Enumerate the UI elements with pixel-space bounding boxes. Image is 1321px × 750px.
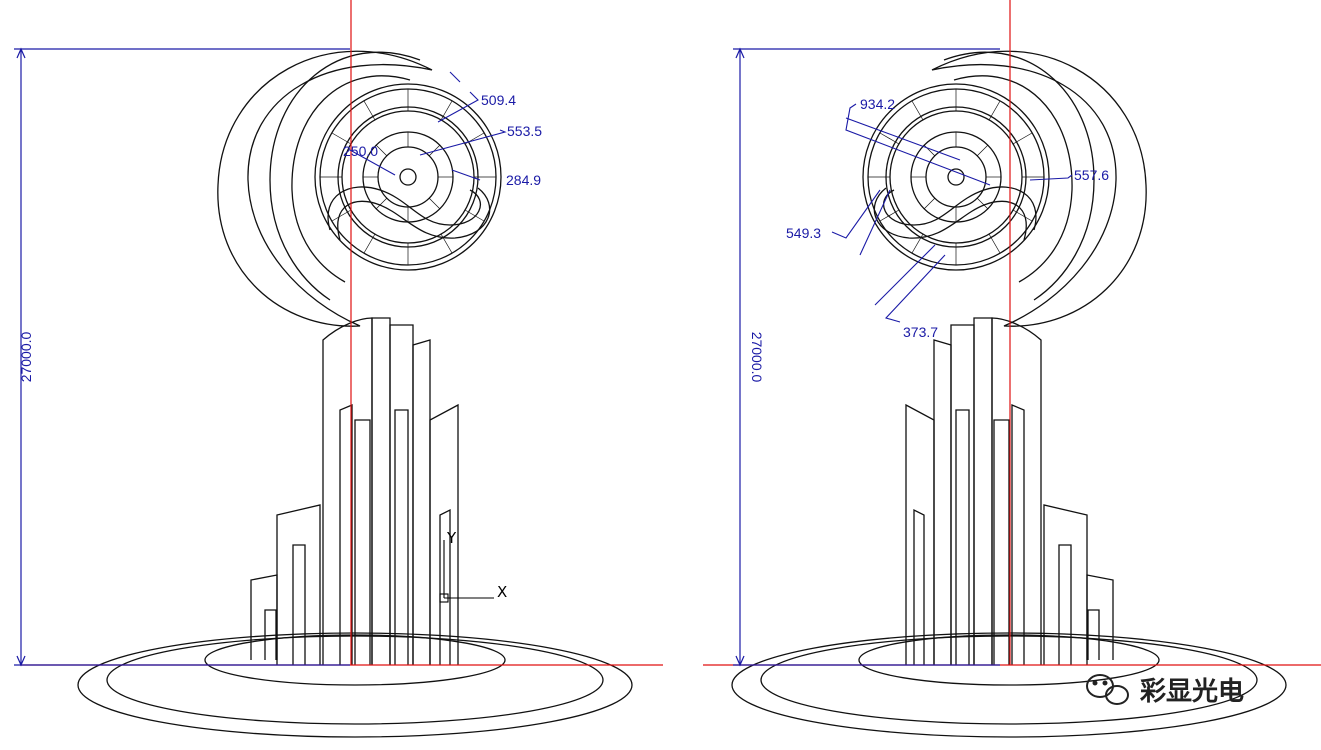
right-height-dimension: [733, 47, 1000, 667]
left-dim-3: 284.9: [506, 172, 541, 188]
right-dim-4: 373.7: [903, 324, 938, 340]
right-height-dim-label: 27000.0: [749, 332, 765, 383]
wechat-icon: [1086, 674, 1129, 705]
right-dim-2: 557.6: [1074, 167, 1109, 183]
left-height-dimension: [14, 47, 350, 667]
ucs-x-label: X: [497, 583, 507, 601]
ucs-y-label: Y: [446, 529, 457, 547]
left-dim-1: 509.4: [481, 92, 516, 108]
left-height-dim-label: 27000.0: [18, 331, 34, 382]
right-view: 27000.0 934.2 557.6 549.3 373.7: [703, 0, 1321, 738]
left-leaders: [349, 71, 507, 181]
watermark: 彩显光电: [1086, 674, 1244, 707]
watermark-text: 彩显光电: [1139, 677, 1244, 707]
right-dim-1: 934.2: [860, 96, 895, 112]
ucs-icon: [439, 540, 494, 603]
left-dim-2: 553.5: [507, 123, 542, 139]
left-view: 27000.0 509.4 553.5 284.9 250.0 Y X: [14, 0, 663, 738]
right-dim-3: 549.3: [786, 225, 821, 241]
left-dim-4: 250.0: [343, 143, 378, 159]
right-leaders: [831, 103, 1073, 323]
right-sculpture: [731, 50, 1287, 738]
